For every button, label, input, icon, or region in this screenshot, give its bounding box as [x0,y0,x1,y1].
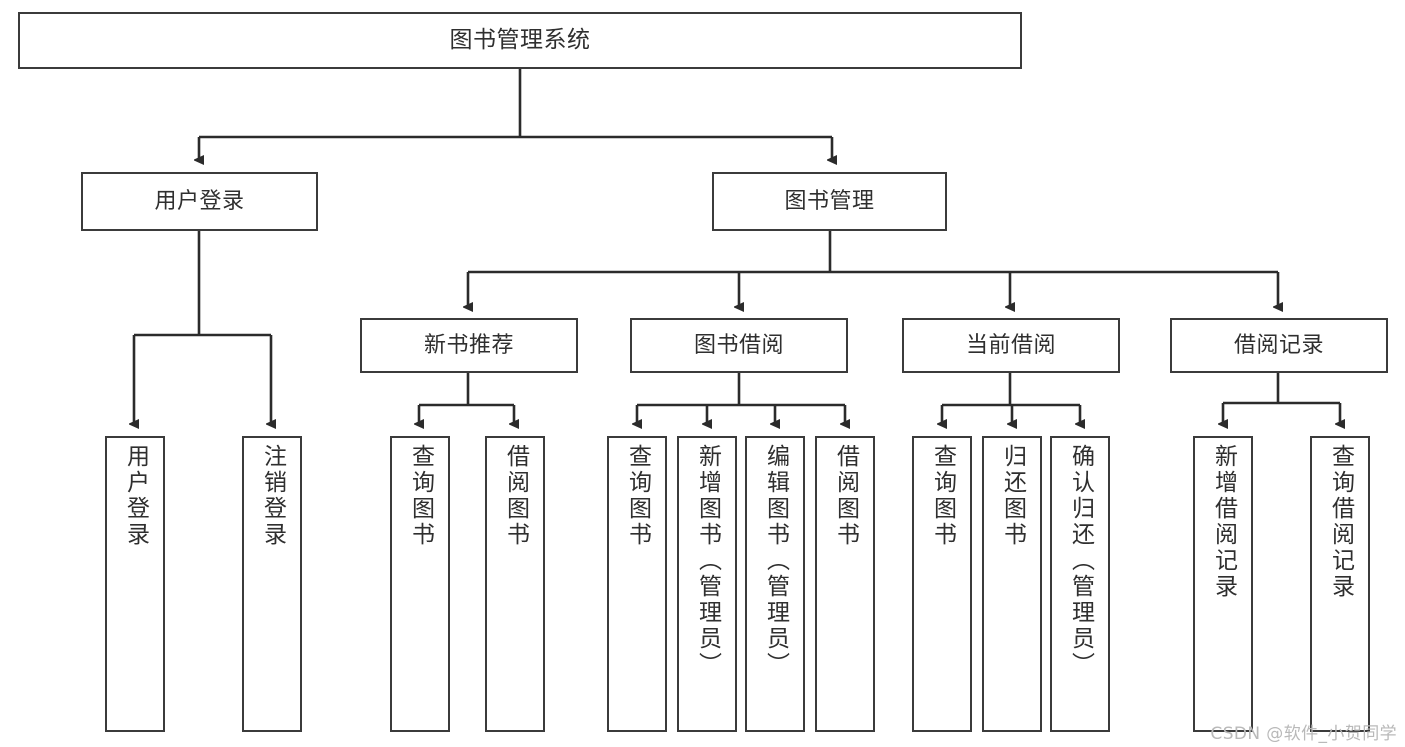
node-root-label: 图书管理系统 [449,26,591,53]
edge-group-current-borrow [942,373,1080,424]
node-leaf-confirm-return-admin[interactable]: 确认归还（管理员） [1050,436,1110,732]
node-leaf-add-borrow-record[interactable]: 新增借阅记录 [1193,436,1253,732]
node-leaf-edit-book-admin-label: 编辑图书（管理员） [762,444,789,678]
edge-group-root [199,69,832,160]
node-new-book-recommend[interactable]: 新书推荐 [360,318,578,373]
node-leaf-add-book-admin-label: 新增图书（管理员） [694,444,721,678]
edge-group-book-borrow [637,373,845,424]
node-leaf-edit-book-admin[interactable]: 编辑图书（管理员） [745,436,805,732]
node-leaf-add-book-admin[interactable]: 新增图书（管理员） [677,436,737,732]
node-current-borrow[interactable]: 当前借阅 [902,318,1120,373]
edge-group-borrow-record [1223,373,1340,424]
node-leaf-query-book-3-label: 查询图书 [929,444,956,548]
node-leaf-query-borrow-record-label: 查询借阅记录 [1327,444,1354,600]
node-leaf-query-book-2-label: 查询图书 [624,444,651,548]
node-leaf-borrow-book-2-label: 借阅图书 [832,444,859,548]
node-user-login-label: 用户登录 [154,188,245,214]
node-leaf-user-logout[interactable]: 注销登录 [242,436,302,732]
node-leaf-borrow-book-1-label: 借阅图书 [502,444,529,548]
node-book-borrow[interactable]: 图书借阅 [630,318,848,373]
node-leaf-return-book-label: 归还图书 [999,444,1026,548]
node-leaf-user-login-label: 用户登录 [122,444,149,548]
edge-group-user-login [134,231,271,424]
node-current-borrow-label: 当前借阅 [965,332,1056,358]
node-leaf-user-logout-label: 注销登录 [259,444,286,548]
node-leaf-query-borrow-record[interactable]: 查询借阅记录 [1310,436,1370,732]
node-borrow-record-label: 借阅记录 [1233,332,1324,358]
node-user-login[interactable]: 用户登录 [81,172,318,231]
node-leaf-confirm-return-admin-label: 确认归还（管理员） [1067,444,1094,678]
node-leaf-query-book-1-label: 查询图书 [407,444,434,548]
node-book-manage[interactable]: 图书管理 [712,172,947,231]
edge-group-book-manage [468,231,1278,307]
node-leaf-return-book[interactable]: 归还图书 [982,436,1042,732]
node-new-book-recommend-label: 新书推荐 [423,332,514,358]
node-leaf-add-borrow-record-label: 新增借阅记录 [1210,444,1237,600]
node-leaf-query-book-1[interactable]: 查询图书 [390,436,450,732]
node-book-borrow-label: 图书借阅 [693,332,784,358]
node-leaf-query-book-2[interactable]: 查询图书 [607,436,667,732]
node-leaf-user-login[interactable]: 用户登录 [105,436,165,732]
node-leaf-borrow-book-2[interactable]: 借阅图书 [815,436,875,732]
edge-group-new-book-recommend [419,373,514,424]
node-leaf-borrow-book-1[interactable]: 借阅图书 [485,436,545,732]
node-book-manage-label: 图书管理 [784,188,875,214]
node-leaf-query-book-3[interactable]: 查询图书 [912,436,972,732]
node-root[interactable]: 图书管理系统 [18,12,1022,69]
csdn-watermark: CSDN @软件_小贺同学 [1210,724,1397,744]
node-borrow-record[interactable]: 借阅记录 [1170,318,1388,373]
